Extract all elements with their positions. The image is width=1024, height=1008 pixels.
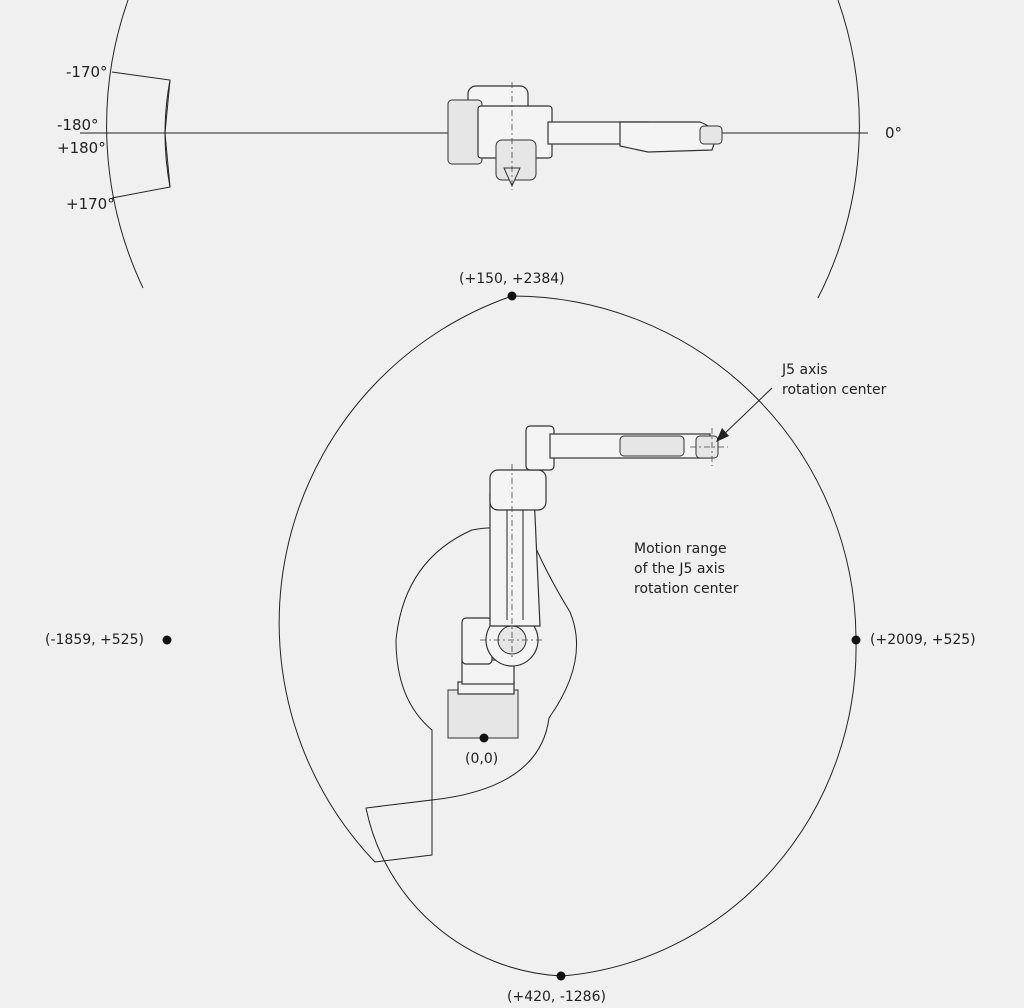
angle-label-neg180: -180° [57, 116, 99, 134]
motion-range-line3: rotation center [634, 581, 739, 597]
outer-motion-range [278, 295, 857, 977]
point-right-label: (+2009, +525) [870, 632, 976, 648]
j5-callout-leader [719, 387, 773, 439]
point-bottom-marker [556, 971, 566, 981]
point-left-label: (-1859, +525) [45, 632, 144, 648]
robot-top-view [447, 82, 723, 190]
top-view-stop-inner-arc [164, 79, 171, 188]
j5-callout-line1: J5 axis [781, 362, 828, 378]
angle-label-neg170: -170° [66, 63, 108, 81]
angle-label-zero: 0° [885, 124, 902, 142]
point-origin-marker [479, 733, 489, 743]
point-top-label: (+150, +2384) [459, 271, 565, 287]
motion-range-line1: Motion range [634, 541, 727, 557]
j5-callout-arrowhead [716, 428, 729, 442]
top-view: -170° -180° +180° +170° 0° [57, 0, 902, 299]
angle-label-pos170: +170° [66, 195, 115, 213]
robot-side-view [447, 425, 728, 739]
top-view-range-arc [106, 0, 144, 289]
point-bottom-label: (+420, -1286) [507, 989, 606, 1005]
motion-range-line2: of the J5 axis [634, 561, 725, 577]
point-right-marker [851, 635, 861, 645]
angle-label-pos180: +180° [57, 139, 106, 157]
point-origin-label: (0,0) [465, 751, 498, 767]
top-view-range-arc-right [817, 0, 860, 299]
point-left-marker [162, 635, 172, 645]
top-view-stop-region [111, 71, 171, 199]
side-view: (+150, +2384) (-1859, +525) (+2009, +525… [45, 271, 976, 1005]
j5-callout-line2: rotation center [782, 382, 887, 398]
point-top-marker [507, 291, 517, 301]
